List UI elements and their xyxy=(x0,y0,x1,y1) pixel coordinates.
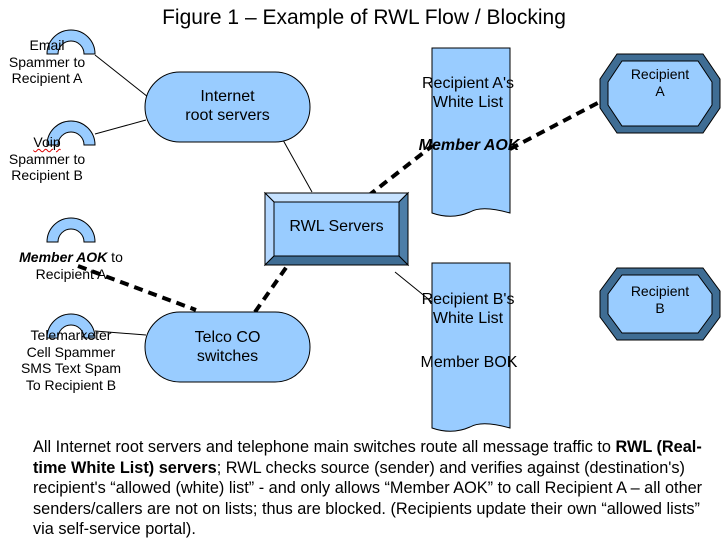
internet-root-line-2: root servers xyxy=(185,106,270,124)
telco-co-switches-node xyxy=(144,311,311,383)
rwl-to-whitelist-a-path xyxy=(366,144,434,198)
recipient-b-line-2: B xyxy=(655,299,665,316)
member-aok-source-name: Member AOK xyxy=(19,249,108,265)
whitelist-a-member: Member AOK xyxy=(418,137,520,154)
telemarketer-line-1: Telemarketer xyxy=(30,327,112,343)
figure-caption: All Internet root servers and telephone … xyxy=(33,437,723,540)
caption-part-1: All Internet root servers and telephone … xyxy=(33,438,616,456)
recipient-b-label: Recipient B xyxy=(608,283,712,316)
whitelist-a-title-line-2: White List xyxy=(432,93,504,111)
telemarketer-label: Telemarketer Cell Spammer SMS Text Spam … xyxy=(0,327,142,393)
recipient-a-line-2: A xyxy=(655,82,665,99)
recipient-b-line-1: Recipient xyxy=(630,283,690,299)
telemarketer-source-icon xyxy=(46,313,96,339)
member-aok-to-telco-path xyxy=(77,264,197,312)
member-aok-source-label: Member AOK to Recipient A xyxy=(0,249,142,282)
member-aok-source-icon xyxy=(46,217,96,243)
whitelist-b-title-line-1: Recipient B's xyxy=(421,291,515,308)
whitelist-a-document xyxy=(431,47,511,217)
telco-line-2: switches xyxy=(196,347,259,365)
telco-line-1: Telco CO xyxy=(194,329,261,346)
rwl-to-whitelist-b-line xyxy=(394,271,433,303)
member-aok-source-target: Recipient A xyxy=(35,265,107,282)
whitelist-a-title: Recipient A's White List xyxy=(406,75,530,113)
whitelist-a-title-line-1: Recipient A's xyxy=(422,75,514,92)
internet-root-servers-label: Internet root servers xyxy=(145,88,310,126)
internet-to-rwl-line xyxy=(282,139,313,193)
internet-root-servers-node xyxy=(144,71,311,143)
telco-to-rwl-path xyxy=(253,260,292,314)
telemarketer-line-2: Cell Spammer xyxy=(26,343,116,360)
figure-title: Figure 1 – Example of RWL Flow / Blockin… xyxy=(162,6,566,29)
telemarketer-line-4: To Recipient B xyxy=(25,376,117,393)
caption-bold: RWL (Real-time White List) servers xyxy=(33,438,702,477)
whitelist-b-member: Member BOK xyxy=(420,354,518,371)
email-line-3: Recipient A xyxy=(11,70,83,87)
telemarketer-line-3: SMS Text Spam xyxy=(20,360,122,377)
member-aok-source-suffix: to xyxy=(107,249,123,265)
email-spammer-label: Email Spammer to Recipient A xyxy=(0,37,94,87)
email-line-1: Email xyxy=(29,37,65,53)
email-to-internet-line xyxy=(94,54,149,98)
voip-line-1: Voip xyxy=(33,134,61,150)
whitelist-b-document xyxy=(431,262,511,432)
recipient-a-label: Recipient A xyxy=(608,66,712,99)
email-line-2: Spammer to xyxy=(8,53,86,70)
voip-source-icon xyxy=(46,120,96,146)
caption-part-2: ; RWL checks source (sender) and verifie… xyxy=(33,458,703,539)
rwl-servers-label: RWL Servers xyxy=(289,218,384,235)
voip-line-2: Spammer to xyxy=(8,150,86,167)
voip-spammer-label: Voip Spammer to Recipient B xyxy=(0,134,94,184)
whitelist-a-to-recipient-a-path xyxy=(509,94,612,151)
rwl-servers-node xyxy=(263,191,410,267)
whitelist-b-title: Recipient B's White List xyxy=(406,291,530,329)
voip-line-3: Recipient B xyxy=(11,167,83,184)
email-source-icon xyxy=(46,29,96,55)
telemarketer-to-telco-line xyxy=(94,330,147,336)
telco-co-switches-label: Telco CO switches xyxy=(145,329,310,367)
recipient-b-node xyxy=(599,267,721,341)
whitelist-b-title-line-2: White List xyxy=(432,309,504,327)
internet-root-line-1: Internet xyxy=(200,88,255,105)
recipient-a-line-1: Recipient xyxy=(630,66,690,82)
recipient-a-node xyxy=(599,53,721,134)
voip-to-internet-line xyxy=(94,119,147,135)
